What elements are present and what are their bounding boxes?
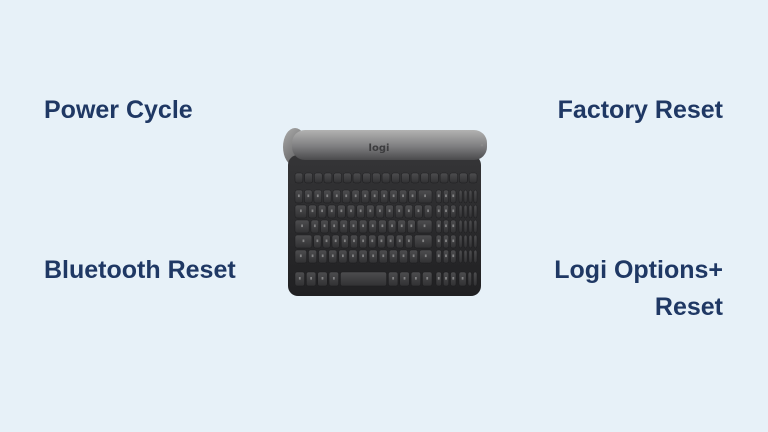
keyboard-image: logi — [276, 126, 488, 298]
keyboard-keys — [294, 172, 478, 287]
keyboard-svg: logi — [283, 128, 487, 296]
logi-options-reset-line1: Logi Options+ — [554, 256, 723, 284]
logi-options-reset-line2: Reset — [654, 293, 723, 321]
logi-options-reset-label: Logi Options+ Reset — [554, 252, 723, 326]
factory-reset-label: Factory Reset — [557, 96, 723, 124]
power-cycle-label: Power Cycle — [44, 96, 193, 124]
logi-logo: logi — [369, 143, 390, 154]
keyboard-top-bar — [292, 130, 487, 160]
power-indicator-dot — [480, 143, 484, 147]
bluetooth-reset-label: Bluetooth Reset — [44, 256, 236, 284]
